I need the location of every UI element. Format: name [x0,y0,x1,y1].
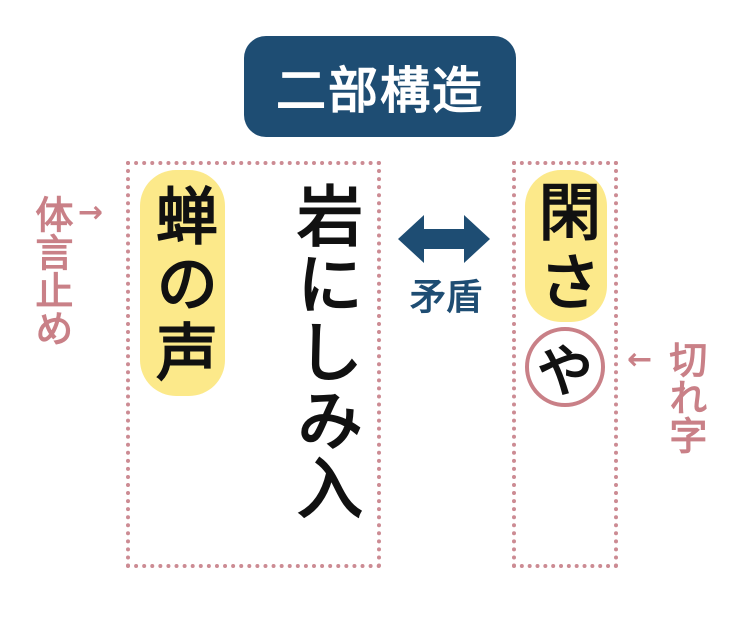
title-banner: 二部構造 [244,36,516,137]
highlight-right [525,170,607,322]
arrow-right-icon: → [78,195,104,230]
phrase-iwa-ni-shimiiru: 岩にしみ入 [286,182,364,522]
highlight-left [140,170,225,396]
right-phrase-box [512,161,618,568]
left-phrase-box [126,161,381,568]
phrase-semi-no-koe: 蝉の声 [145,184,218,388]
label-kireji: 切れ字 [662,340,707,454]
label-taigen-dome: 体言止め [28,195,73,347]
phrase-shizukasa: 閑さ [528,180,601,320]
label-mujun: 矛盾 [409,277,482,318]
arrow-left-icon: ← [627,342,653,377]
double-arrow-icon [398,215,490,263]
kireji-circle: や [525,327,605,407]
